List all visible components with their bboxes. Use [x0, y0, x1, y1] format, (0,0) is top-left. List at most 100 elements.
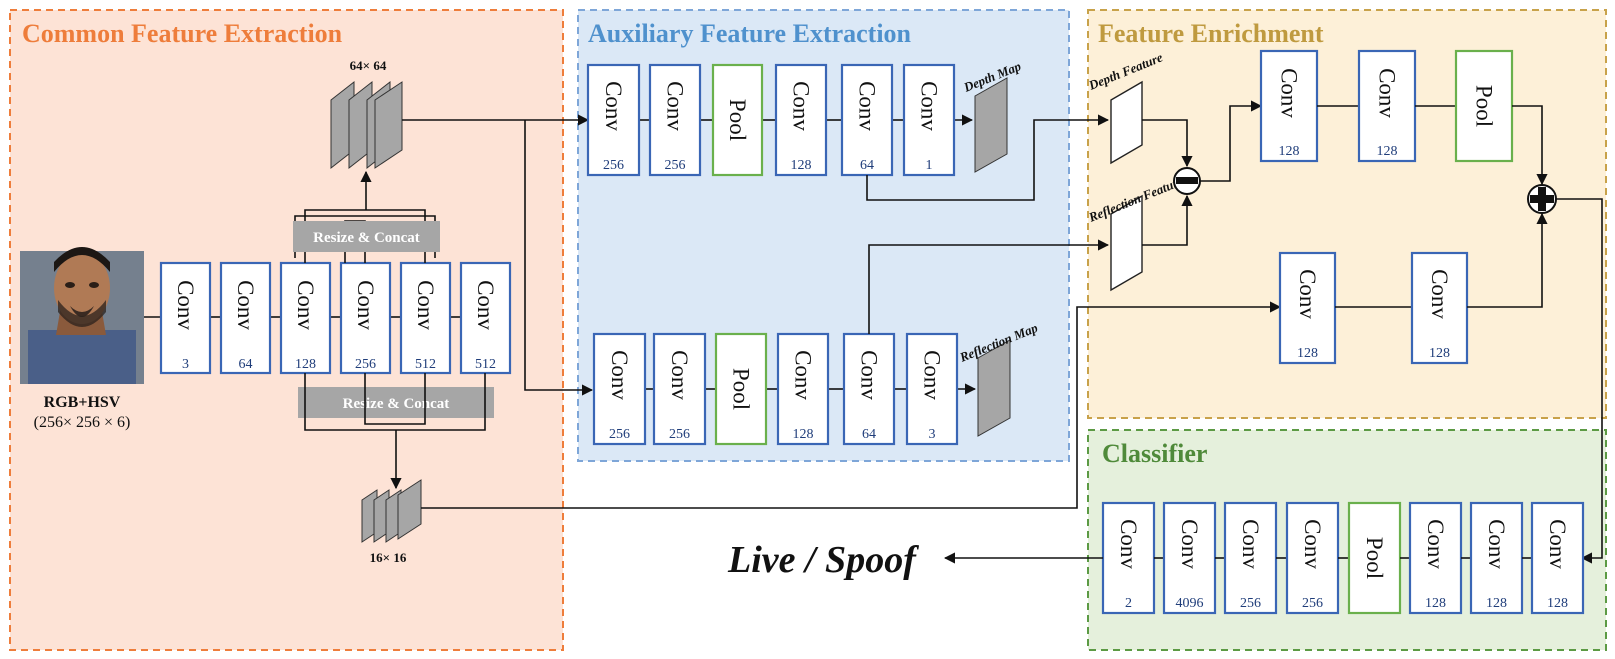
- svg-text:Conv: Conv: [791, 350, 816, 400]
- depth-conv-256-a: Conv 256: [586, 63, 641, 177]
- cls-conv-4096: Conv 4096: [1162, 501, 1217, 615]
- svg-text:256: 256: [665, 158, 686, 173]
- refl-conv-64: Conv 64: [842, 332, 896, 446]
- reflection-feature: [1110, 194, 1143, 292]
- refl-conv-256-b: Conv 256: [652, 332, 707, 446]
- svg-text:128: 128: [1429, 346, 1450, 361]
- svg-text:Conv: Conv: [293, 280, 318, 330]
- svg-text:128: 128: [1297, 346, 1318, 361]
- depth-map: [974, 77, 1008, 173]
- refl-conv-3: Conv 3: [905, 332, 959, 446]
- svg-text:Conv: Conv: [917, 81, 942, 131]
- depth-conv-256-b: Conv 256: [648, 63, 702, 177]
- svg-text:Conv: Conv: [353, 280, 378, 330]
- subtract-operator-icon: [1173, 167, 1201, 195]
- svg-text:1: 1: [926, 158, 933, 173]
- enrich-pool: Pool: [1454, 49, 1514, 163]
- svg-text:Pool: Pool: [725, 99, 750, 141]
- cls-conv-128-a: Conv 128: [1408, 501, 1463, 615]
- add-operator-icon: [1527, 184, 1557, 214]
- input-label: RGB+HSV: [44, 394, 121, 411]
- svg-text:Conv: Conv: [413, 280, 438, 330]
- add-to-classifier: [1556, 198, 1603, 564]
- svg-text:Conv: Conv: [1277, 68, 1302, 118]
- resize-concat-bottom-label: Resize & Concat: [343, 396, 450, 412]
- feature-map-64: [330, 80, 403, 170]
- subtract-to-enrich: [1200, 100, 1263, 182]
- reflection-feature-route: [868, 239, 1110, 334]
- svg-text:Conv: Conv: [855, 81, 880, 131]
- svg-text:Conv: Conv: [473, 280, 498, 330]
- depth-feature: [1110, 80, 1143, 165]
- refl-pool: Pool: [714, 332, 768, 446]
- output-label: Live / Spoof: [727, 539, 919, 581]
- depth-conv-64: Conv 64: [840, 63, 894, 177]
- svg-text:Conv: Conv: [1375, 68, 1400, 118]
- feature-size-top: 64× 64: [350, 58, 387, 73]
- depth-conv-1: Conv 1: [902, 63, 956, 177]
- svg-text:128: 128: [1377, 144, 1398, 159]
- cls-conv-256-a: Conv 256: [1223, 501, 1278, 615]
- svg-text:Conv: Conv: [1116, 519, 1141, 569]
- svg-text:256: 256: [669, 427, 690, 442]
- resize-concat-top: [293, 221, 440, 252]
- enrich-conv-128-b: Conv 128: [1357, 49, 1417, 163]
- depth-feature-route: [866, 114, 1110, 201]
- depth-pool: Pool: [711, 63, 764, 177]
- svg-text:256: 256: [603, 158, 624, 173]
- svg-text:Conv: Conv: [1423, 519, 1448, 569]
- resize-concat-bottom: [298, 387, 494, 418]
- refl-conv-256-a: Conv 256: [592, 332, 647, 446]
- bottom-concat-bracket-inner: [364, 373, 426, 425]
- common-conv-256: Conv 256: [339, 261, 392, 375]
- svg-text:Conv: Conv: [789, 81, 814, 131]
- svg-text:256: 256: [1240, 596, 1261, 611]
- svg-text:Conv: Conv: [233, 280, 258, 330]
- classifier-section-title: Classifier: [1102, 439, 1207, 468]
- enrichment-section-title: Feature Enrichment: [1098, 19, 1324, 48]
- svg-text:Conv: Conv: [920, 350, 945, 400]
- svg-text:128: 128: [1279, 144, 1300, 159]
- svg-text:Conv: Conv: [1238, 519, 1263, 569]
- common-section-title: Common Feature Extraction: [22, 19, 343, 48]
- reflection-feature-to-subtract: [1142, 194, 1193, 246]
- auxiliary-section-title: Auxiliary Feature Extraction: [588, 19, 912, 48]
- svg-text:4096: 4096: [1176, 596, 1204, 611]
- feature-map-16: [361, 479, 422, 543]
- svg-text:128: 128: [1547, 596, 1568, 611]
- resize-concat-top-label: Resize & Concat: [313, 230, 420, 246]
- svg-text:128: 128: [791, 158, 812, 173]
- svg-text:Conv: Conv: [607, 350, 632, 400]
- svg-text:512: 512: [475, 357, 496, 372]
- enrich-conv-128-d: Conv 128: [1410, 251, 1469, 365]
- cls-pool: Pool: [1347, 501, 1402, 615]
- common-conv-3: Conv 3: [159, 261, 212, 375]
- svg-text:2: 2: [1125, 596, 1132, 611]
- svg-text:3: 3: [929, 427, 936, 442]
- svg-text:Conv: Conv: [1300, 519, 1325, 569]
- svg-text:128: 128: [295, 357, 316, 372]
- common-conv-512-b: Conv 512: [459, 261, 512, 375]
- svg-text:256: 256: [355, 357, 376, 372]
- svg-text:64: 64: [860, 158, 874, 173]
- enrichment-section-panel: [1087, 9, 1607, 419]
- svg-text:Conv: Conv: [857, 350, 882, 400]
- feature-size-bottom: 16× 16: [370, 550, 407, 565]
- enrich-conv-128-a: Conv 128: [1259, 49, 1319, 163]
- common-conv-128: Conv 128: [279, 261, 332, 375]
- refl-conv-128: Conv 128: [776, 332, 830, 446]
- svg-text:Conv: Conv: [663, 81, 688, 131]
- svg-text:64: 64: [239, 357, 253, 372]
- enrich-conv-128-c: Conv 128: [1278, 251, 1337, 365]
- svg-text:256: 256: [1302, 596, 1323, 611]
- input-dims: (256× 256 × 6): [34, 414, 131, 431]
- depth-feature-to-subtract: [1142, 119, 1193, 168]
- fm16-to-enrichment-line: [421, 301, 1282, 509]
- svg-text:Conv: Conv: [667, 350, 692, 400]
- bottom-concat-bracket-outer: [304, 373, 486, 431]
- svg-text:128: 128: [1486, 596, 1507, 611]
- input-face-photo: [20, 247, 144, 384]
- svg-text:256: 256: [609, 427, 630, 442]
- svg-text:Conv: Conv: [601, 81, 626, 131]
